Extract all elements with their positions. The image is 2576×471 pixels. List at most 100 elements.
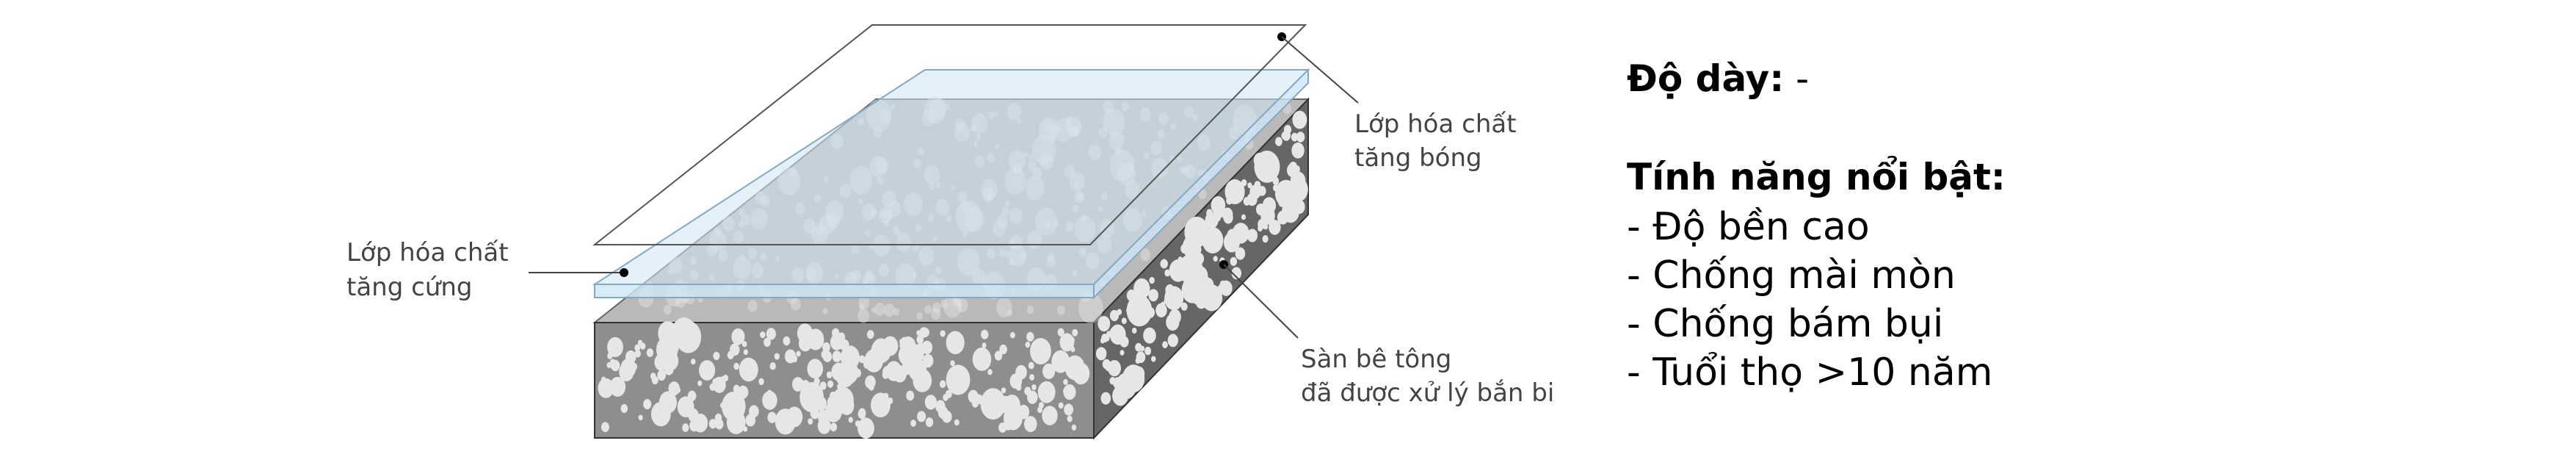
aggregate-dot	[824, 400, 843, 423]
aggregate-dot	[980, 388, 1006, 420]
aggregate-dot	[1097, 315, 1111, 332]
aggregate-dot	[819, 381, 827, 390]
aggregate-dot	[609, 361, 617, 370]
aggregate-dot	[1292, 176, 1302, 187]
aggregate-dot	[1281, 201, 1299, 223]
aggregate-dot	[859, 303, 865, 311]
aggregate-dot	[791, 377, 804, 392]
aggregate-dot	[719, 402, 725, 409]
aggregate-dot	[1232, 223, 1249, 244]
aggregate-dot	[1131, 327, 1137, 334]
aggregate-dot	[1069, 356, 1075, 363]
aggregate-dot	[1293, 150, 1298, 156]
aggregate-dot	[1038, 401, 1044, 409]
aggregate-dot	[675, 387, 681, 393]
aggregate-dot	[908, 344, 924, 364]
aggregate-dot	[857, 417, 875, 439]
aggregate-dot	[1247, 193, 1258, 206]
aggregate-dot	[1296, 132, 1305, 143]
aggregate-dot	[638, 414, 643, 421]
aggregate-dot	[1274, 137, 1282, 146]
aggregate-dot	[1144, 346, 1152, 356]
aggregate-dot	[1025, 341, 1031, 348]
aggregate-dot	[607, 352, 613, 359]
aggregate-dot	[987, 369, 993, 375]
aggregate-dot	[625, 350, 636, 364]
aggregate-dot	[830, 391, 837, 400]
aggregate-dot	[922, 353, 934, 368]
aggregate-dot	[1030, 338, 1051, 365]
aggregate-dot	[1169, 259, 1188, 282]
aggregate-dot	[607, 337, 623, 358]
aggregate-dot	[737, 385, 749, 399]
aggregate-dot	[708, 419, 717, 429]
aggregate-dot	[1078, 292, 1103, 324]
aggregate-dot	[714, 419, 724, 430]
aggregate-dot	[893, 307, 900, 316]
aggregate-dot	[916, 312, 923, 320]
aggregate-dot	[1269, 220, 1281, 235]
label-gloss-line2: tăng bóng	[1354, 143, 1482, 173]
aggregate-dot	[774, 353, 780, 360]
aggregate-dot	[634, 349, 641, 358]
aggregate-dot	[1058, 402, 1064, 409]
aggregate-dot	[1101, 334, 1109, 343]
aggregate-dot	[1109, 377, 1116, 385]
aggregate-dot	[762, 391, 777, 410]
aggregate-dot	[712, 378, 717, 385]
aggregate-dot	[749, 405, 759, 418]
aggregate-dot	[1073, 373, 1078, 381]
aggregate-dot	[1121, 317, 1127, 325]
aggregate-dot	[887, 397, 893, 405]
aggregate-dot	[1155, 303, 1167, 318]
aggregate-dot	[713, 351, 720, 361]
aggregate-dot	[763, 337, 771, 348]
aggregate-dot	[650, 401, 671, 427]
aggregate-dot	[708, 362, 714, 370]
aggregate-dot	[1145, 302, 1150, 309]
aggregate-dot	[1139, 345, 1145, 352]
aggregate-dot	[1042, 406, 1058, 425]
aggregate-dot	[1289, 187, 1296, 195]
aggregate-dot	[952, 295, 962, 307]
aggregate-dot	[807, 396, 813, 404]
aggregate-dot	[1117, 309, 1122, 315]
aggregate-dot	[1105, 364, 1111, 372]
aggregate-dot	[943, 394, 948, 401]
aggregate-dot	[939, 380, 946, 389]
aggregate-dot	[1026, 331, 1034, 342]
aggregate-dot	[1026, 305, 1034, 314]
aggregate-dot	[739, 357, 758, 382]
aggregate-dot	[1100, 392, 1111, 405]
aggregate-dot	[857, 409, 866, 420]
label-concrete-line1: Sàn bê tông	[1301, 345, 1451, 374]
aggregate-dot	[741, 341, 747, 348]
aggregate-dot	[1222, 207, 1233, 221]
aggregate-dot	[905, 366, 912, 375]
aggregate-dot	[946, 331, 965, 355]
aggregate-dot	[1197, 280, 1205, 290]
aggregate-dot	[871, 338, 891, 364]
aggregate-dot	[1235, 247, 1246, 260]
aggregate-dot	[1164, 298, 1169, 304]
aggregate-dot	[1059, 333, 1075, 352]
aggregate-dot	[917, 413, 923, 420]
aggregate-dot	[931, 307, 941, 320]
thickness-value: -	[1784, 57, 1810, 100]
aggregate-dot	[634, 344, 641, 352]
aggregate-dot	[664, 363, 674, 375]
aggregate-dot	[1167, 334, 1178, 348]
aggregate-dot	[747, 300, 758, 312]
aggregate-dot	[620, 403, 628, 413]
aggregate-dot	[1122, 364, 1145, 393]
leader-concrete	[1219, 260, 1299, 339]
aggregate-dot	[908, 359, 927, 382]
aggregate-dot	[840, 345, 860, 370]
aggregate-dot	[999, 344, 1007, 355]
aggregate-dot	[692, 413, 708, 433]
features-heading: Tính năng nổi bật:	[1627, 156, 2006, 198]
aggregate-dot	[1262, 197, 1277, 215]
aggregate-dot	[994, 350, 1003, 361]
hardener-layer	[592, 68, 1310, 300]
aggregate-dot	[1199, 287, 1206, 296]
